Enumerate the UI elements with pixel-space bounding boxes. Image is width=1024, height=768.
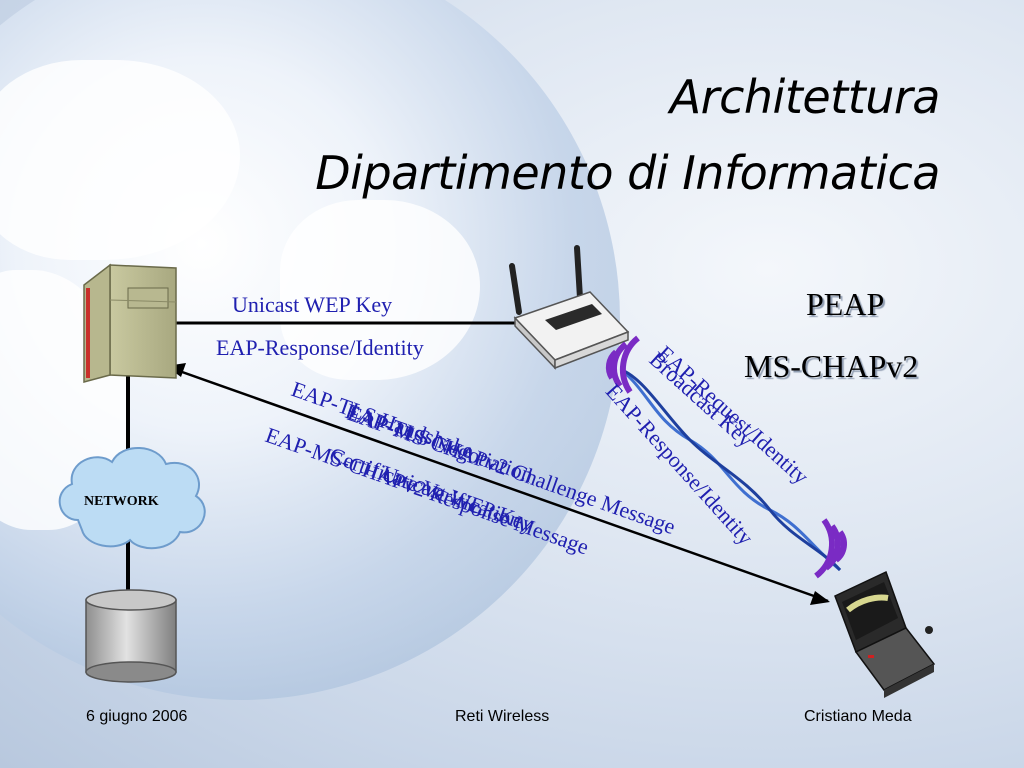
footer-author: Cristiano Meda (804, 708, 912, 725)
server-icon (83, 263, 177, 383)
globe-landmass (280, 200, 480, 380)
network-cloud-icon (58, 447, 206, 550)
network-label: NETWORK (84, 494, 159, 509)
message-unicast-wep-key: Unicast WEP Key (232, 292, 393, 317)
title-line-2: Dipartimento di Informatica (315, 146, 940, 200)
title-line-1: Architettura (669, 70, 941, 124)
footer-course: Reti Wireless (455, 708, 550, 725)
globe-landmass (0, 60, 240, 260)
diagonal-link (167, 365, 829, 603)
signal-wave-icon (814, 518, 847, 579)
signal-wave-icon (605, 335, 640, 394)
database-icon (85, 589, 177, 683)
protocol-label-mschapv2: MS-CHAPv2 (744, 348, 919, 384)
arrowhead-client (810, 591, 830, 605)
wireless-link (621, 368, 842, 572)
laptop-icon (834, 570, 936, 698)
footer-date: 6 giugno 2006 (86, 708, 188, 725)
access-point-icon (509, 245, 630, 370)
message-eap-response-identity-wired: EAP-Response/Identity (216, 335, 424, 360)
protocol-label-peap: PEAP (806, 286, 885, 322)
